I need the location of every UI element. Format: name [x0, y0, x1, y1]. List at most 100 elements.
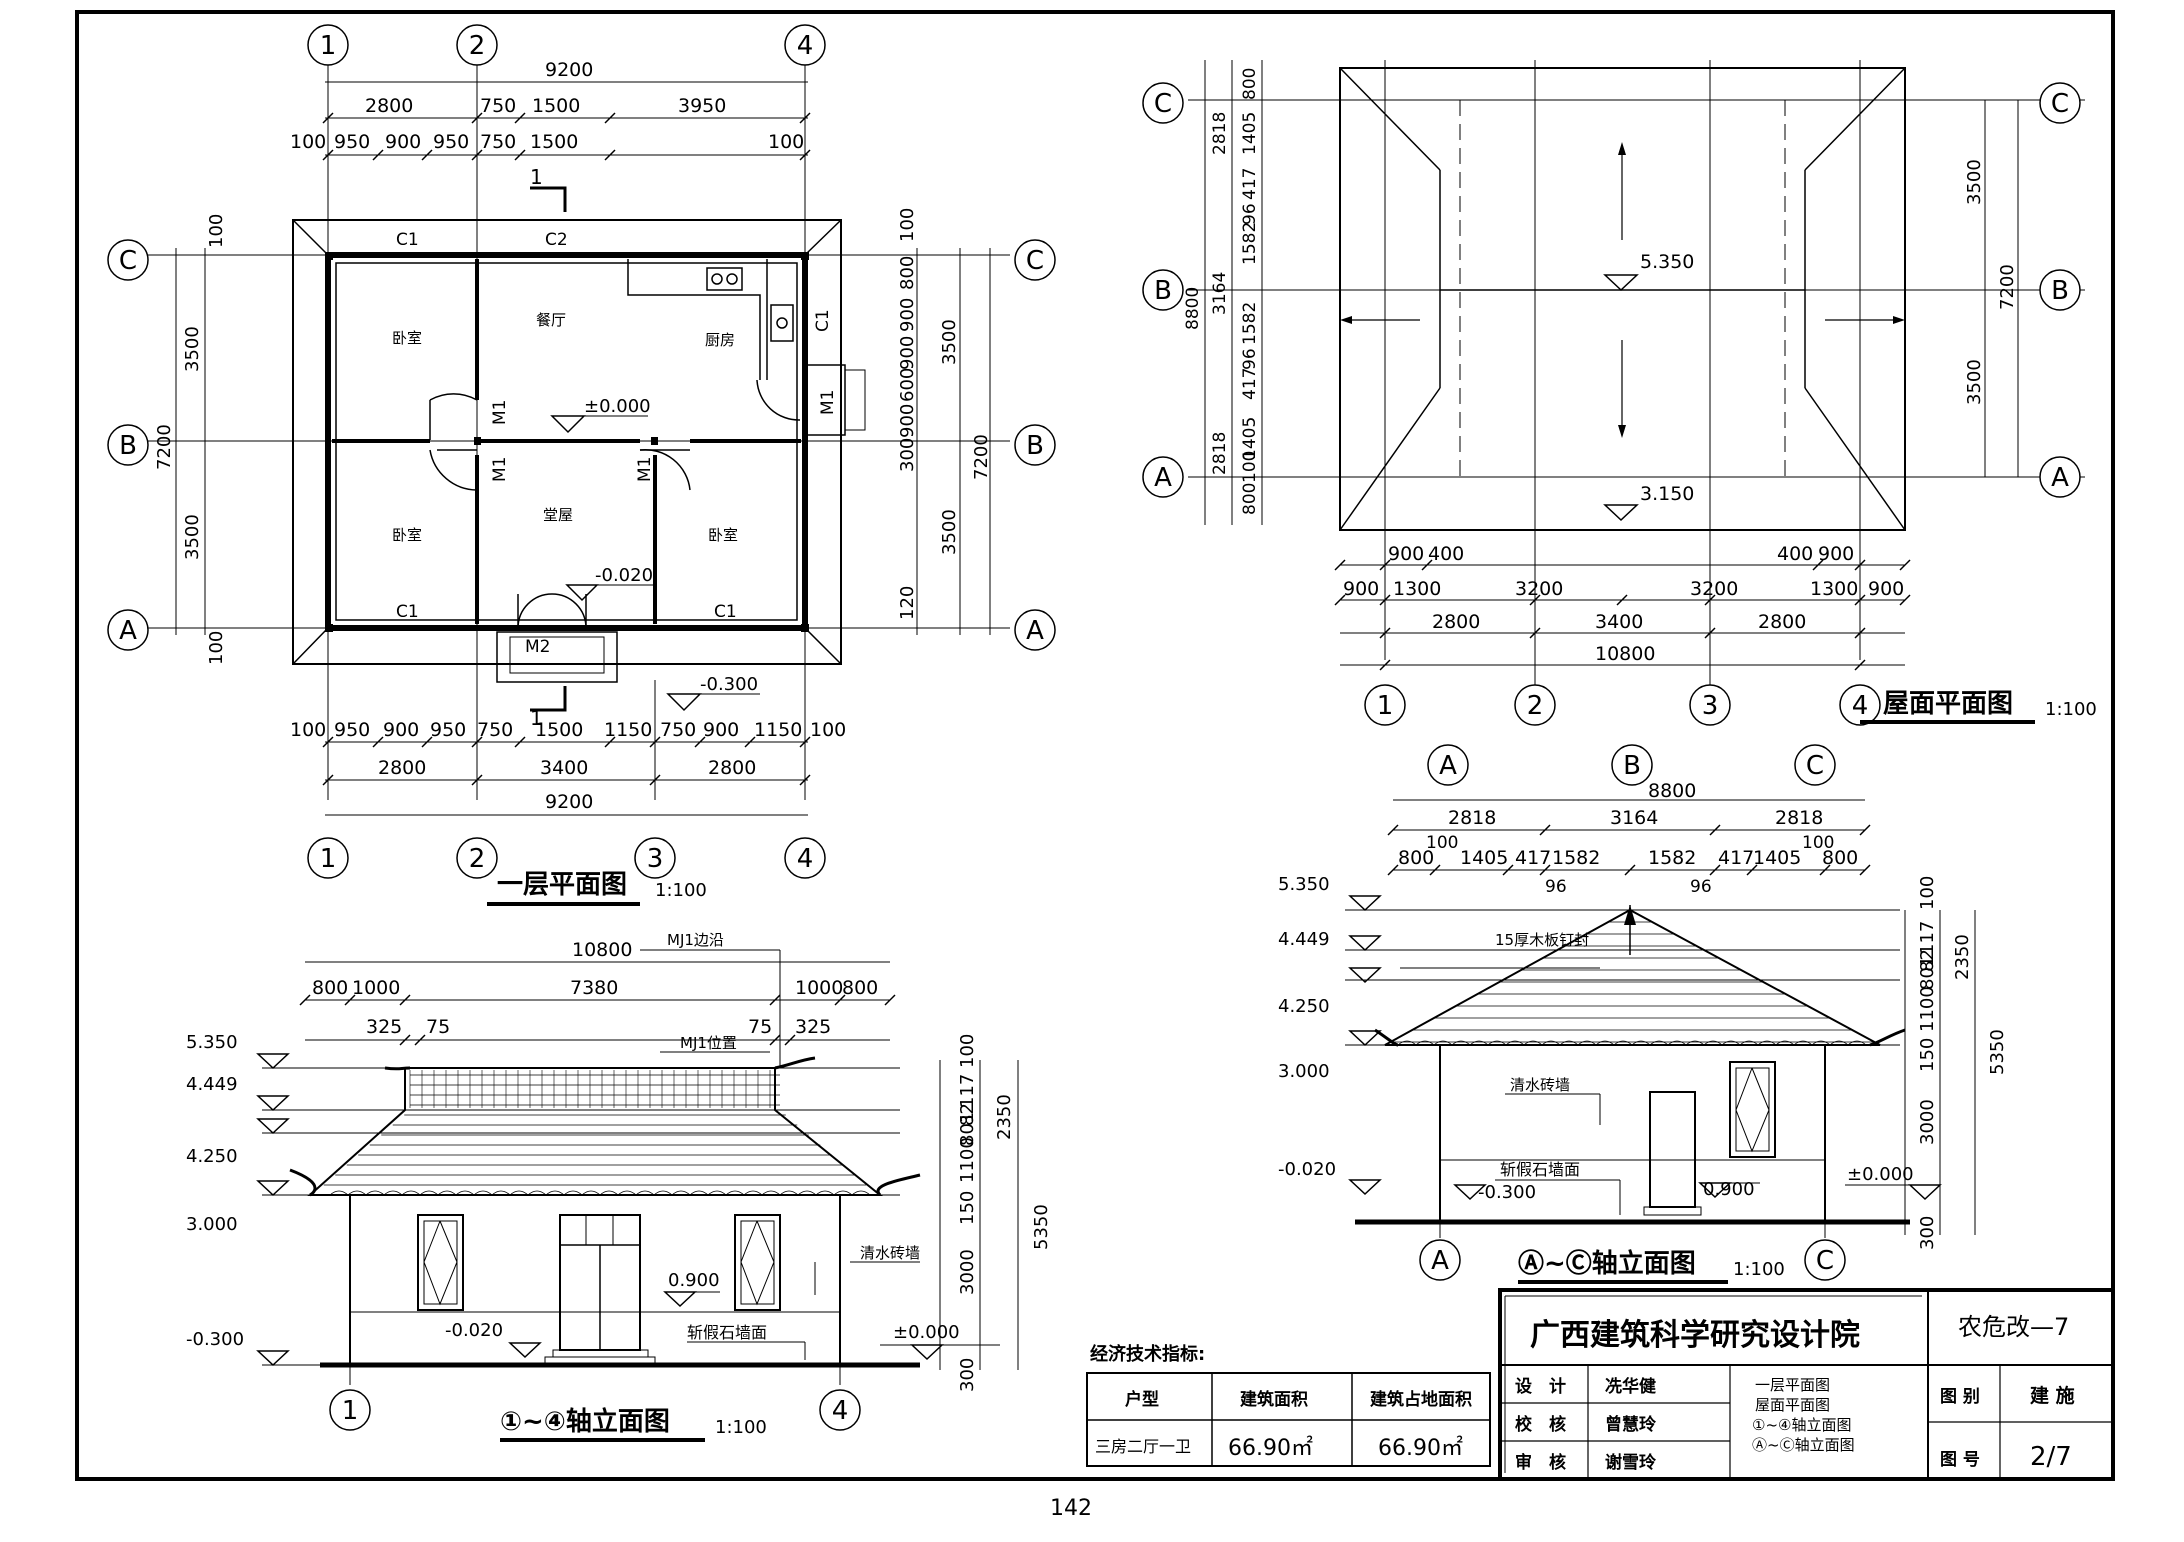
- dim-text: 117: [957, 1074, 978, 1108]
- plan-exterior-wall: [325, 252, 808, 631]
- dim-text: 1582: [1552, 847, 1600, 869]
- plan-door-label: M1: [635, 457, 655, 482]
- dim-text: 800: [1240, 68, 1260, 100]
- axis-label: B: [1026, 431, 1044, 461]
- axis-bubble: A: [1142, 456, 1184, 498]
- dim-text: 3500: [182, 514, 203, 560]
- axis-label: 2: [1527, 691, 1544, 721]
- axis-label: A: [1431, 1246, 1449, 1276]
- dim-text: 950: [433, 131, 469, 153]
- axis-bubble: 2: [456, 24, 498, 66]
- dim-text: 950: [430, 719, 466, 741]
- axis-bubble: 2: [1514, 684, 1556, 726]
- dim-text: 3500: [1964, 159, 1985, 205]
- plan-window-label: C1: [396, 230, 419, 250]
- section-mark: 1: [530, 165, 543, 189]
- axis-label: 3: [647, 844, 664, 874]
- axis-label: B: [1154, 276, 1172, 306]
- elevation-note: MJ1边沿: [667, 931, 724, 949]
- elevation-scale: 1:100: [1733, 1259, 1785, 1280]
- dim-text: 10800: [572, 939, 632, 961]
- axis-label: A: [1154, 463, 1172, 493]
- axis-bubble: B: [1014, 424, 1056, 466]
- axis-label: B: [1623, 751, 1641, 781]
- role-label: 设 计: [1515, 1376, 1566, 1397]
- dim-text: 3000: [957, 1249, 978, 1295]
- axis-label: A: [1026, 616, 1044, 646]
- dim-text: 1405: [1240, 112, 1260, 155]
- dim-text: 900: [897, 404, 918, 438]
- dim-text: 1300: [1810, 578, 1858, 600]
- roof-tiles: [307, 1067, 883, 1196]
- roof-plan: 5.350 3.150 8001405417961582158296417140…: [1142, 60, 2097, 726]
- axis-label: C: [1026, 246, 1044, 276]
- plan-scale: 1:100: [655, 880, 707, 901]
- roof-level-label: 5.350: [1640, 251, 1694, 273]
- room-label: 卧室: [392, 329, 422, 347]
- dim-text: 96: [1545, 877, 1567, 897]
- dim-text: 1582: [1240, 302, 1260, 345]
- elevation-level: 3.000: [1278, 1061, 1330, 1082]
- number-value: 2/7: [2030, 1442, 2072, 1472]
- plan-door-label: M1: [490, 400, 510, 425]
- dim-text: 1405: [1240, 417, 1260, 460]
- dim-text: 7200: [971, 434, 992, 480]
- dim-text: 1500: [532, 95, 580, 117]
- dim-text: 750: [480, 95, 516, 117]
- elevation-level: -0.300: [1478, 1182, 1536, 1203]
- axis-bubble: A: [1014, 609, 1056, 651]
- dim-text: 7200: [1997, 264, 2018, 310]
- dim-text: 7380: [570, 977, 618, 999]
- axis-bubble: C: [1794, 744, 1836, 786]
- dim-text: 10800: [1595, 643, 1655, 665]
- dim-text: 100: [290, 719, 326, 741]
- elevation-door: [559, 1214, 641, 1351]
- axis-bubble: 2: [456, 837, 498, 879]
- dim-text: 3164: [1610, 807, 1658, 829]
- elevation-title: ①~④轴立面图: [500, 1406, 670, 1437]
- dim-text: 3500: [1964, 359, 1985, 405]
- dim-text: 3200: [1515, 578, 1563, 600]
- roof-title: 屋面平面图: [1883, 689, 2013, 719]
- dim-text: 800: [842, 977, 878, 999]
- plan-door-label: M2: [525, 637, 550, 657]
- elevation-level: -0.300: [186, 1329, 244, 1350]
- axis-bubble: B: [107, 424, 149, 466]
- axis-bubble: 4: [784, 837, 826, 879]
- dim-text: 800: [1240, 483, 1260, 515]
- elevation-note: MJ1位置: [680, 1034, 737, 1052]
- dim-text: 900: [385, 131, 421, 153]
- elevation-note: 斩假石墙面: [687, 1323, 767, 1342]
- room-label: 厨房: [705, 331, 735, 349]
- axis-label: 2: [469, 31, 486, 61]
- axis-label: A: [119, 616, 137, 646]
- dim-text: 900: [1388, 543, 1424, 565]
- dim-text: 100: [206, 631, 227, 665]
- econ-title: 经济技术指标:: [1090, 1343, 1205, 1365]
- dim-text: 2818: [1448, 807, 1496, 829]
- plan-level-label: -0.300: [700, 674, 758, 695]
- dim-text: 1000: [352, 977, 400, 999]
- dim-text: 417: [1240, 368, 1260, 400]
- elevation-level: 4.250: [186, 1146, 238, 1167]
- dim-text: 1500: [535, 719, 583, 741]
- dim-text: 117: [1917, 921, 1938, 955]
- page-number: 142: [1050, 1496, 1092, 1521]
- room-label: 餐厅: [536, 311, 566, 329]
- dim-text: 2350: [994, 1094, 1015, 1140]
- dim-text: 75: [426, 1016, 450, 1038]
- elevation-level: 0.900: [1703, 1179, 1755, 1200]
- elevation-window: [417, 1214, 464, 1311]
- dim-text: 900: [703, 719, 739, 741]
- dim-text: 900: [897, 336, 918, 370]
- dim-text: 1582: [1240, 222, 1260, 265]
- econ-header: 建筑面积: [1240, 1389, 1308, 1410]
- dim-text: 750: [477, 719, 513, 741]
- institute-name: 广西建筑科学研究设计院: [1530, 1318, 1860, 1353]
- axis-bubble: A: [2039, 456, 2081, 498]
- dim-text: 100: [957, 1034, 978, 1068]
- plan-door-label: M1: [818, 390, 838, 415]
- axis-bubble: C: [1014, 239, 1056, 281]
